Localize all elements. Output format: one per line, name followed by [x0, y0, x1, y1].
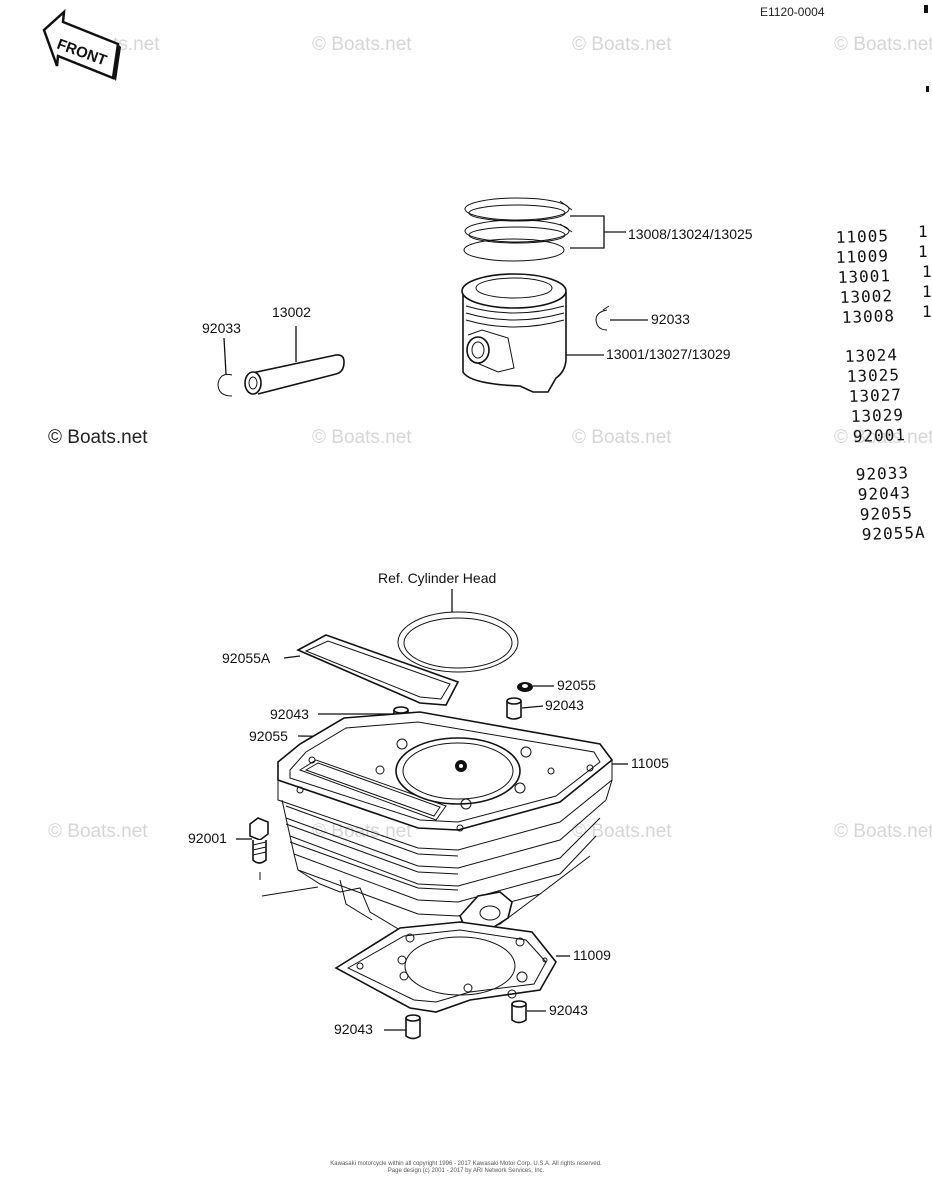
ref-cylinder-head-label: Ref. Cylinder Head [378, 570, 496, 586]
callout-92055A: 92055A [222, 650, 271, 666]
dowel-bottom-left [405, 1014, 421, 1040]
pin-clip-left [217, 373, 233, 397]
bolt-92001 [249, 817, 269, 864]
part-list-number: 13008 [841, 306, 895, 327]
piston-rings [463, 197, 573, 262]
callout-pin-clip-right: 92033 [651, 311, 690, 327]
dowel-bottom-right [511, 1000, 527, 1024]
front-arrow-icon: FRONT [42, 8, 121, 81]
part-list-number: 92043 [857, 483, 911, 504]
part-list-qty: 1 [922, 282, 932, 301]
part-list-number: 92033 [855, 463, 909, 484]
part-list-number: 92001 [852, 425, 906, 446]
part-list-number: 13029 [850, 405, 904, 426]
callout-dowel-bottom-right: 92043 [549, 1002, 588, 1018]
part-list-number: 11005 [835, 226, 889, 247]
watermarks: © Boats.net © Boats.net © Boats.net © Bo… [48, 34, 932, 842]
callout-pin-clip-left: 92033 [202, 320, 241, 336]
leader-piston-rings [570, 215, 626, 249]
piston-pin [244, 354, 345, 395]
part-list-number: 13024 [844, 345, 898, 366]
part-list-number: 92055A [861, 523, 925, 544]
part-list-number: 13027 [848, 385, 902, 406]
callout-oring-top-left: 92055 [249, 728, 288, 744]
footer-page-design: Page design (c) 2001 - 2017 by ARI Netwo… [388, 1168, 545, 1174]
scan-mark [924, 5, 928, 13]
part-number-list: 11005 1 11009 1 13001 1 13002 1 13008 1 1302413025… [835, 222, 932, 544]
callout-piston-rings: 13008/13024/13025 [628, 226, 753, 242]
callout-base-gasket: 11009 [573, 947, 611, 963]
gasket-92055A [296, 634, 460, 706]
diagram-code: E1120-0004 [760, 5, 825, 19]
callout-dowel-bottom-left: 92043 [334, 1021, 373, 1037]
watermark: © Boats.net [572, 427, 672, 448]
callout-oring-top-right: 92055 [557, 677, 596, 693]
part-list-number: 13001 [837, 266, 891, 287]
part-list-number: 11009 [835, 246, 889, 267]
callout-piston: 13001/13027/13029 [606, 346, 731, 362]
watermark: © Boats.net [48, 427, 148, 448]
part-list-qty: 1 [922, 302, 932, 321]
head-gasket-ring [397, 611, 519, 673]
part-list-qty: 1 [922, 262, 932, 281]
callout-dowel-top-right: 92043 [545, 697, 584, 713]
watermark: © Boats.net [312, 34, 412, 55]
part-list-qty: 1 [918, 222, 929, 241]
part-list-number: 13002 [839, 286, 893, 307]
leader-dowel-top-right [521, 705, 544, 709]
dowel-top-right [506, 697, 522, 720]
callout-piston-pin: 13002 [272, 304, 311, 320]
callout-bolt: 92001 [188, 830, 227, 846]
watermark: © Boats.net [572, 34, 672, 55]
watermark: © Boats.net [48, 821, 148, 842]
cylinder-block [277, 711, 614, 937]
base-gasket [334, 921, 557, 1013]
part-list-number: 92055 [859, 503, 913, 524]
watermark: © Boats.net [572, 821, 672, 842]
part-list-number: 13025 [846, 365, 900, 386]
pin-clip-right [595, 305, 610, 331]
callout-dowel-top-left: 92043 [270, 706, 309, 722]
piston [461, 273, 567, 393]
callout-cylinder: 11005 [631, 755, 669, 771]
watermark: © Boats.net [834, 821, 932, 842]
watermark: © Boats.net [312, 427, 412, 448]
watermark: © Boats.net [834, 427, 932, 448]
scan-mark [926, 86, 929, 92]
footer-copyright: Kawasaki motorcycle within all copyright… [330, 1161, 602, 1167]
leader-pin-clip-left [223, 337, 227, 375]
leader-92055A [283, 655, 301, 659]
part-list-qty: 1 [918, 242, 929, 261]
oring-top-right [517, 682, 533, 692]
bolt-axis-line [259, 872, 319, 897]
watermark: © Boats.net [834, 34, 932, 55]
